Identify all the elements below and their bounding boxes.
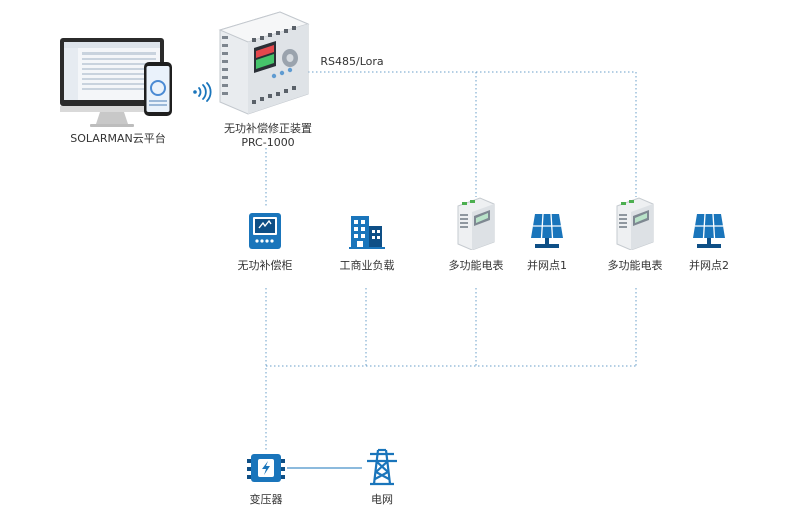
device-model-label: PRC-1000 bbox=[241, 136, 295, 149]
din-rail-meter-icon bbox=[616, 197, 654, 250]
load-label: 工商业负载 bbox=[339, 259, 395, 272]
cloud-platform-label: SOLARMAN云平台 bbox=[70, 132, 166, 145]
meter1-label: 多功能电表 bbox=[448, 259, 504, 272]
cabinet-label: 无功补偿柜 bbox=[237, 259, 293, 272]
transformer-label: 变压器 bbox=[249, 493, 283, 506]
computer-and-phone-icon bbox=[60, 38, 172, 127]
bus-protocol-label: RS485/Lora bbox=[320, 55, 384, 68]
wireless-signal-icon bbox=[193, 82, 212, 102]
device-name-label: 无功补偿修正装置 bbox=[224, 122, 312, 135]
solar-panel-icon bbox=[531, 213, 563, 248]
grid-point1-label: 并网点1 bbox=[527, 259, 567, 272]
transformer-icon bbox=[247, 454, 285, 482]
grid-label: 电网 bbox=[371, 493, 393, 506]
compensation-cabinet-icon bbox=[249, 213, 281, 249]
meter2-label: 多功能电表 bbox=[607, 259, 663, 272]
grid-point2-label: 并网点2 bbox=[689, 259, 729, 272]
solar-panel-icon bbox=[693, 213, 725, 248]
controller-device-icon bbox=[218, 11, 310, 115]
din-rail-meter-icon bbox=[457, 197, 495, 250]
power-tower-icon bbox=[367, 448, 397, 486]
building-icon bbox=[349, 216, 385, 249]
